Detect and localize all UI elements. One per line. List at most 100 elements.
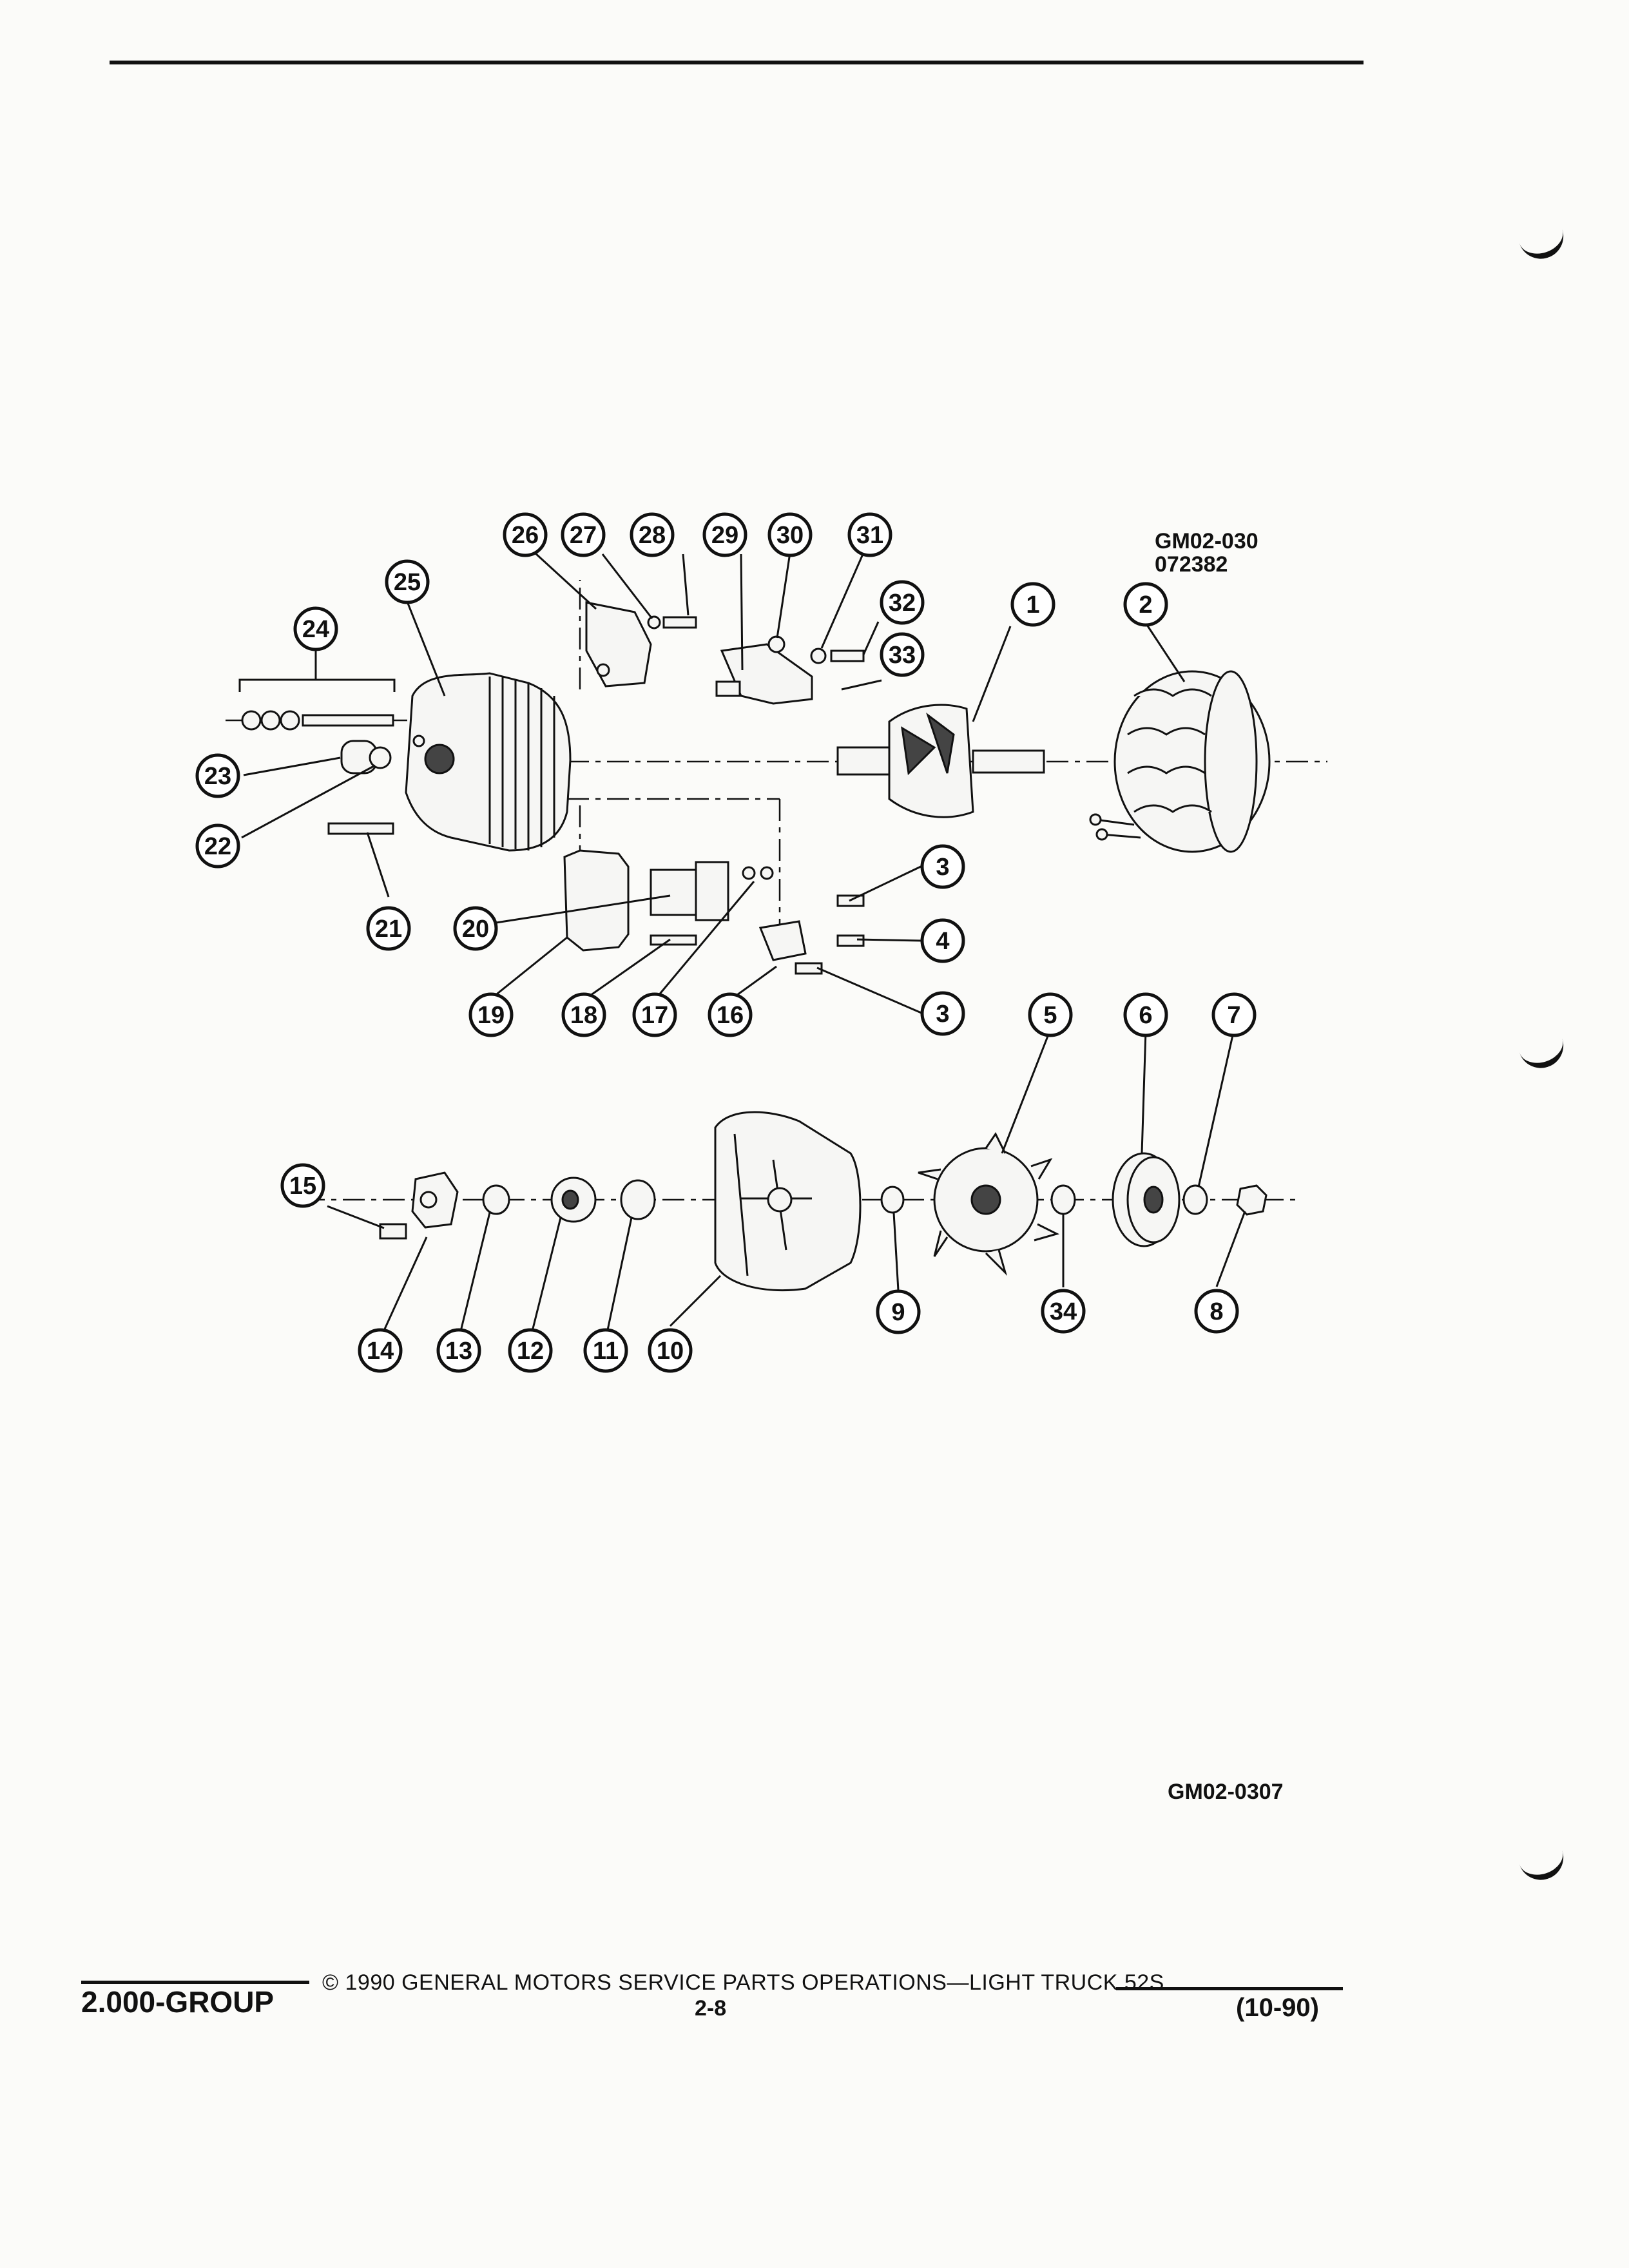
footer-rule-left	[81, 1981, 309, 1984]
callout-number: 8	[1210, 1298, 1223, 1325]
callout-number: 11	[593, 1338, 619, 1365]
callout-4: 4	[920, 918, 965, 963]
footer-rule-right	[1116, 1987, 1343, 1990]
callout-circle	[847, 512, 892, 557]
callout-13: 13	[436, 1328, 481, 1373]
callout-number: 21	[375, 916, 402, 943]
footer-group-label: 2.000-GROUP	[81, 1985, 275, 2019]
callout-3: 3	[920, 991, 965, 1036]
callout-19: 19	[468, 992, 514, 1037]
callout-circle	[1194, 1289, 1239, 1334]
callout-11: 11	[583, 1328, 628, 1373]
footer-copyright: © 1990 GENERAL MOTORS SERVICE PARTS OPER…	[322, 1970, 1164, 1995]
callout-circle	[293, 606, 338, 651]
callout-1: 1	[1010, 582, 1055, 627]
callout-12: 12	[508, 1328, 553, 1373]
callout-number: 20	[462, 916, 489, 943]
callout-circle	[880, 580, 925, 625]
fan	[918, 1132, 1060, 1276]
callout-14: 14	[358, 1328, 403, 1373]
callout-number: 32	[889, 590, 916, 617]
callout-26: 26	[503, 512, 548, 557]
callout-number: 18	[570, 1002, 597, 1029]
callout-circle	[358, 1328, 403, 1373]
callout-33: 33	[880, 632, 925, 677]
drive-end-frame	[714, 1111, 862, 1292]
callout-circle	[632, 992, 677, 1037]
rotor	[836, 704, 1045, 818]
callout-number: 29	[711, 522, 738, 549]
callout-number: 13	[445, 1338, 472, 1365]
small-end-parts	[379, 1171, 1268, 1240]
callout-number: 14	[367, 1338, 394, 1365]
callout-27: 27	[561, 512, 606, 557]
slip-ring-end-frame	[405, 672, 572, 852]
callout-number: 25	[394, 569, 421, 596]
callout-circle	[1041, 1289, 1086, 1334]
callout-31: 31	[847, 512, 892, 557]
callout-22: 22	[195, 823, 240, 869]
callout-number: 23	[204, 763, 231, 790]
callout-17: 17	[632, 992, 677, 1037]
footer-date-code: (10-90)	[1236, 1994, 1319, 2022]
callout-circle	[561, 512, 606, 557]
callout-circle	[1211, 992, 1257, 1037]
callout-circle	[880, 632, 925, 677]
callout-5: 5	[1028, 992, 1073, 1037]
callout-2: 2	[1123, 582, 1168, 627]
callout-number: 3	[936, 854, 949, 881]
callout-21: 21	[366, 906, 411, 951]
callout-circle	[468, 992, 514, 1037]
pulley	[1112, 1152, 1181, 1247]
callout-circle	[453, 906, 498, 951]
callout-20: 20	[453, 906, 498, 951]
callout-leader-lines	[241, 552, 1246, 1340]
callout-circle	[708, 992, 753, 1037]
callout-number: 27	[570, 522, 597, 549]
callout-30: 30	[767, 512, 813, 557]
callout-3: 3	[920, 844, 965, 889]
callout-number: 1	[1026, 591, 1039, 619]
callout-number: 9	[891, 1299, 905, 1326]
bolts-and-washers	[241, 615, 865, 975]
callout-number: 2	[1139, 591, 1152, 619]
callout-number: 4	[936, 928, 949, 955]
callout-number: 10	[657, 1338, 684, 1365]
callout-number: 28	[639, 522, 666, 549]
callout-23: 23	[195, 753, 240, 798]
callout-24: 24	[293, 606, 338, 651]
callout-7: 7	[1211, 992, 1257, 1037]
callout-circle	[503, 512, 548, 557]
callout-circle	[583, 1328, 628, 1373]
part-24-bracket	[238, 648, 396, 692]
figure-reference-bottom: GM02-0307	[1168, 1780, 1284, 1804]
callout-circle	[920, 991, 965, 1036]
callout-circle	[920, 918, 965, 963]
callout-circle	[195, 753, 240, 798]
callout-number: 33	[889, 642, 916, 669]
callout-circle	[366, 906, 411, 951]
callout-29: 29	[702, 512, 747, 557]
callout-16: 16	[708, 992, 753, 1037]
callout-18: 18	[561, 992, 606, 1037]
figure-code-line-2: 072382	[1155, 552, 1228, 577]
callout-34: 34	[1041, 1289, 1086, 1334]
callout-circle	[561, 992, 606, 1037]
callout-circle	[436, 1328, 481, 1373]
rectifier-bridge	[563, 849, 729, 952]
diode-trio-and-brush-holder	[585, 601, 813, 705]
figure-code-line-1: GM02-030	[1155, 529, 1258, 553]
callout-circle	[195, 823, 240, 869]
callout-circle	[1123, 992, 1168, 1037]
figure-reference-top: GM02-030 072382	[1155, 530, 1258, 576]
callout-25: 25	[385, 559, 430, 604]
callout-number: 15	[289, 1173, 316, 1200]
callout-6: 6	[1123, 992, 1168, 1037]
callout-circle	[876, 1289, 921, 1334]
callout-number: 17	[641, 1002, 668, 1029]
callout-number: 16	[717, 1002, 744, 1029]
header-rule	[110, 61, 1364, 64]
callout-circle	[767, 512, 813, 557]
